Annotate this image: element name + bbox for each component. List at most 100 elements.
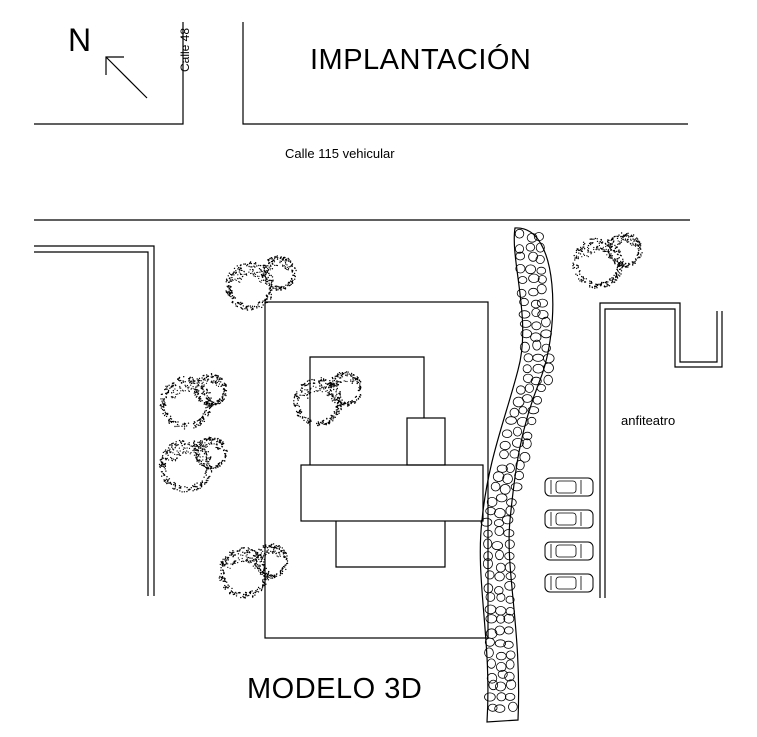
stone — [536, 283, 547, 295]
stone — [495, 549, 504, 561]
stone — [532, 363, 545, 374]
stone — [496, 464, 508, 473]
stone — [494, 639, 506, 648]
stone — [508, 701, 518, 712]
stone — [503, 613, 515, 624]
stone — [484, 604, 497, 615]
tree-icon — [607, 232, 643, 268]
stone — [522, 438, 532, 450]
stone — [483, 551, 493, 561]
stone — [522, 431, 533, 441]
car-icon — [544, 477, 594, 497]
stone — [492, 471, 505, 482]
stone — [499, 440, 511, 451]
stone — [496, 493, 508, 503]
stone — [515, 251, 525, 261]
stone — [509, 449, 520, 459]
stone — [485, 570, 495, 580]
tree-icon — [225, 261, 274, 311]
stone — [484, 647, 494, 658]
stone — [505, 650, 516, 660]
stone — [486, 658, 496, 669]
stone — [504, 551, 515, 561]
stone — [525, 243, 536, 252]
street-main-label: Calle 115 vehicular — [285, 146, 395, 161]
tree-icon — [218, 547, 270, 599]
left-boundary-wall — [34, 245, 155, 596]
stone — [519, 297, 529, 307]
stone — [512, 396, 525, 408]
tree-icon — [572, 237, 624, 289]
stone — [504, 562, 516, 573]
stone — [505, 659, 515, 670]
stone — [523, 353, 534, 363]
north-letter: N — [68, 22, 92, 58]
stone — [530, 332, 542, 343]
tree-icon — [194, 373, 228, 407]
stone — [483, 538, 493, 550]
stone — [496, 662, 507, 673]
street-lines — [34, 22, 690, 221]
tree-icon — [159, 376, 213, 430]
tree-icon — [327, 371, 362, 407]
tree-group — [158, 232, 643, 599]
car-icon — [544, 573, 594, 593]
stone — [515, 459, 525, 471]
stone — [504, 671, 515, 682]
stone — [494, 625, 505, 636]
stone — [519, 451, 531, 463]
stone — [482, 558, 493, 570]
amphitheater-label: anfiteatro — [621, 413, 676, 428]
stone — [491, 541, 504, 551]
building-volumes — [300, 356, 484, 568]
tree-icon — [158, 439, 213, 493]
stone — [518, 406, 528, 415]
stone — [499, 449, 509, 460]
stone — [501, 429, 513, 438]
stone — [524, 383, 534, 393]
stone — [532, 339, 542, 351]
parking-cars — [544, 477, 594, 593]
car-icon — [544, 509, 594, 529]
stone — [531, 307, 541, 317]
model-label: MODELO 3D — [247, 673, 423, 705]
tree-icon — [194, 436, 228, 470]
stone — [495, 651, 507, 661]
stone — [509, 407, 520, 418]
stone — [540, 329, 552, 339]
stone — [505, 679, 517, 690]
stone — [516, 288, 527, 298]
stone — [536, 383, 546, 392]
tree-icon — [261, 255, 297, 291]
stone — [495, 681, 507, 692]
stone — [503, 529, 515, 538]
stone — [495, 562, 506, 573]
stone — [515, 385, 526, 395]
stone — [519, 341, 530, 353]
stone — [504, 580, 516, 591]
stone — [487, 703, 498, 712]
stone — [518, 310, 531, 319]
stone — [536, 266, 547, 275]
stone — [505, 416, 517, 425]
stone-path-icon — [479, 227, 555, 723]
stone — [494, 526, 505, 536]
stone — [533, 232, 544, 242]
stone — [496, 692, 507, 702]
stone — [505, 505, 515, 516]
stone — [528, 251, 538, 262]
tree-icon — [253, 543, 289, 579]
stone — [496, 593, 506, 602]
stone — [499, 483, 511, 495]
stone — [537, 275, 547, 284]
stone — [494, 704, 506, 713]
stone — [504, 539, 515, 549]
stone — [490, 481, 501, 492]
stone — [486, 672, 498, 684]
stone — [494, 586, 504, 595]
stone — [528, 273, 540, 284]
plan-title: IMPLANTACIÓN — [310, 44, 532, 76]
stone — [525, 264, 536, 275]
stone — [520, 329, 533, 339]
building-lot — [264, 301, 489, 639]
